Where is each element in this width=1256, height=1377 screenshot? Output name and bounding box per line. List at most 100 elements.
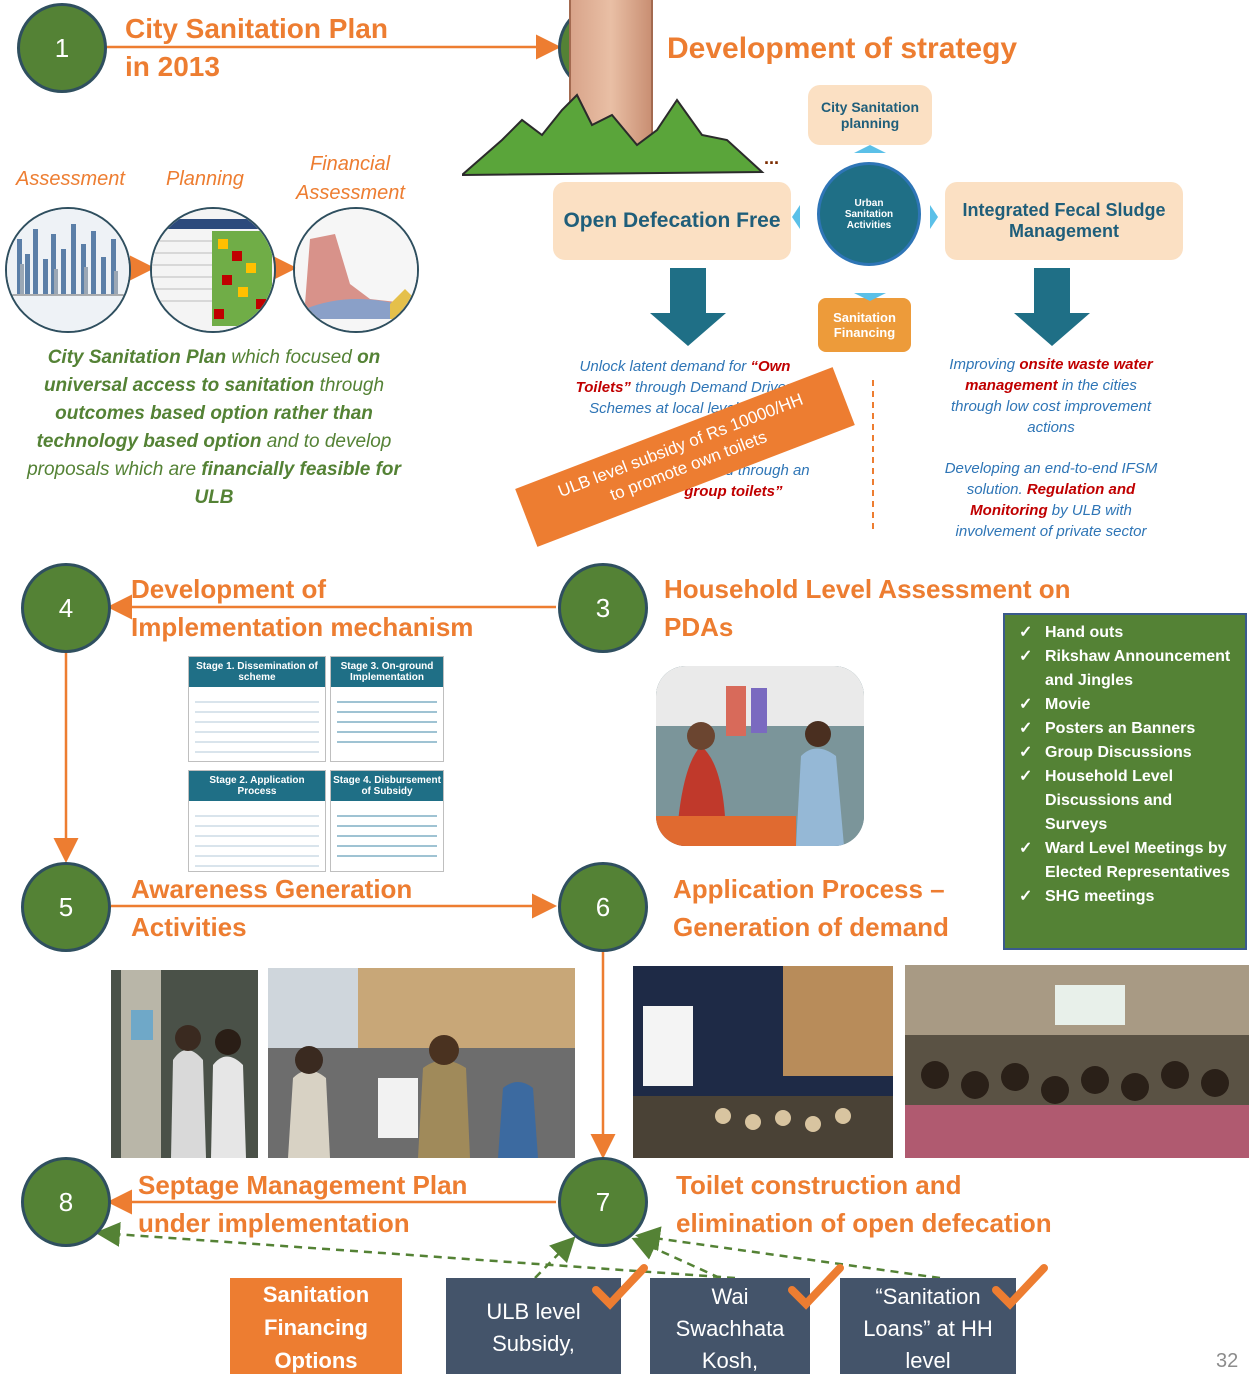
step-8-title: Septage Management Plan under implementa…: [138, 1166, 467, 1242]
csp-description: City Sanitation Plan which focused on un…: [14, 344, 414, 512]
impl-stage1-title: Stage 1. Dissemination of scheme: [189, 657, 325, 687]
impl-stage1-card: Stage 1. Dissemination of scheme: [188, 656, 326, 762]
household-survey-photo: [656, 666, 864, 846]
step-number: 1: [54, 32, 70, 63]
activity-label: Ward Level Meetings by Elected Represent…: [1045, 840, 1230, 881]
step-3-title-line1: Household Level Assessment on: [664, 574, 1071, 604]
step-6-title-line2: Generation of demand: [673, 912, 949, 942]
check-icon: ✓: [1019, 744, 1033, 761]
odf-description: Unlock latent demand for “Own Toilets” t…: [560, 356, 810, 419]
ifsm-box: Integrated Fecal Sludge Management: [945, 182, 1183, 260]
check-icon: ✓: [1019, 840, 1033, 857]
step-circle-4: 4: [21, 563, 111, 653]
csp-text-bold-3: outcomes based option rather than techno…: [36, 403, 373, 452]
csp-text-bold-2: on universal access to sanitation: [43, 347, 381, 396]
ifsm-text-bold-2: Regulation and Monitoring: [970, 481, 1136, 519]
financial-chart-image: [293, 207, 419, 333]
step-1-title-line2: in 2013: [125, 51, 220, 82]
step-1-title: City Sanitation Plan in 2013: [125, 10, 388, 86]
financing-option-ulb-subsidy: ULB level Subsidy,: [446, 1278, 621, 1374]
list-item: ✓ Household Level Discussions and Surveys: [1019, 765, 1237, 837]
list-item: ✓Posters an Banners: [1019, 717, 1237, 741]
csp-text-bold-4: financially feasible for ULB: [194, 459, 401, 508]
csp-text-bold-1: City Sanitation Plan: [47, 347, 227, 368]
activity-label: SHG meetings: [1045, 888, 1155, 905]
step-number: 6: [595, 891, 611, 922]
check-icon: ✓: [1019, 624, 1033, 641]
ifsm-down-arrow: [1014, 268, 1090, 346]
odf-text-own-toilets: “Own Toilets”: [575, 358, 791, 396]
urban-sanitation-activities-hub: Urban Sanitation Activities: [817, 162, 921, 266]
list-item: ✓ Rikshaw Announcement and Jingles: [1019, 645, 1237, 693]
csp-text-2: through: [314, 375, 385, 396]
dashed-arrow-subsidy: [534, 1236, 576, 1279]
step-3-title-line2: PDAs: [664, 612, 734, 642]
step-number: 4: [58, 592, 74, 623]
hub-direction-arrows: [792, 145, 938, 301]
step-circle-5: 5: [21, 862, 111, 952]
awareness-photo-street-crowd: [268, 968, 575, 1158]
ellipsis: ...: [764, 148, 780, 168]
list-item: ✓ Group Discussions: [1019, 741, 1237, 765]
step-6-title: Application Process – Generation of dema…: [673, 870, 949, 946]
activity-label: Rikshaw Announcement and Jingles: [1045, 648, 1231, 689]
list-item: ✓ Movie: [1019, 693, 1237, 717]
step-5-title: Awareness Generation Activities: [131, 870, 412, 946]
check-icon: ✓: [1019, 696, 1033, 713]
ifsm-text-bold-1: onsite waste water management: [965, 356, 1153, 394]
step-circle-7: 7: [558, 1157, 648, 1247]
step-number: 3: [595, 592, 611, 623]
step-circle-1: 1: [17, 3, 107, 93]
activity-label: Household Level Discussions and Surveys: [1045, 768, 1174, 833]
activity-label: Posters an Banners: [1045, 720, 1196, 737]
step-number: 7: [595, 1186, 611, 1217]
awareness-photo-group-meeting: [905, 965, 1249, 1158]
step-8-title-line1: Septage Management Plan: [138, 1170, 468, 1200]
dashed-arrow-loans: [635, 1226, 941, 1280]
step-4-title: Development of Implementation mechanism: [131, 570, 473, 646]
activity-label: Hand outs: [1045, 624, 1124, 641]
impl-stage3-title: Stage 3. On-ground Implementation: [331, 657, 443, 687]
page-number: 32: [1216, 1350, 1239, 1372]
list-item: ✓ Ward Level Meetings by Elected Represen…: [1019, 837, 1237, 885]
step-number: 5: [58, 891, 74, 922]
label-planning: Planning: [166, 168, 244, 190]
ifsm-text-1: Improving: [949, 356, 1020, 373]
impl-stage4-title: Stage 4. Disbursement of Subsidy: [331, 771, 443, 801]
assessment-chart-image: [5, 207, 131, 333]
ifsm-text-3: Developing an end-to-end IFSM solution.: [944, 460, 1158, 498]
step-circle-3: 3: [558, 563, 648, 653]
check-icon: ✓: [1019, 648, 1033, 665]
activity-label: Movie: [1045, 696, 1091, 713]
check-icon: [992, 1264, 1048, 1310]
step-circle-6: 6: [558, 862, 648, 952]
ifsm-text-2: in the cities through low cost improveme…: [950, 377, 1152, 436]
csp-text-1: which focused: [226, 347, 358, 368]
step-number: 8: [58, 1186, 74, 1217]
ifsm-description-2: Developing an end-to-end IFSM solution. …: [930, 458, 1172, 542]
step-4-title-line1: Development of: [131, 574, 327, 604]
impl-stage3-card: Stage 3. On-ground Implementation: [330, 656, 444, 762]
step-7-title: Toilet construction and elimination of o…: [676, 1166, 1052, 1242]
list-item: ✓ Hand outs: [1019, 621, 1237, 645]
awareness-photo-movie-screening: [633, 966, 893, 1158]
check-icon: ✓: [1019, 768, 1033, 785]
list-item: ✓ SHG meetings: [1019, 885, 1237, 909]
sanitation-financing-box: Sanitation Financing: [818, 298, 911, 352]
label-assessment: Assessment: [16, 168, 125, 190]
csp-text-3: and to develop proposals which are: [27, 431, 392, 480]
step-5-title-line2: Activities: [131, 912, 247, 942]
step-5-title-line1: Awareness Generation: [131, 874, 413, 904]
check-icon: ✓: [1019, 888, 1033, 905]
check-icon: [592, 1264, 648, 1310]
step-3-title: Household Level Assessment on PDAs: [664, 570, 1070, 646]
city-sanitation-planning-box: City Sanitation planning: [808, 85, 932, 145]
ifsm-text-4: by ULB with involvement of private secto…: [955, 502, 1147, 540]
step-1-title-line1: City Sanitation Plan: [125, 13, 388, 44]
activity-label: Group Discussions: [1045, 744, 1192, 761]
planning-matrix-image: [150, 207, 276, 333]
financing-option-swachhata-kosh: Wai Swachhata Kosh,: [650, 1278, 810, 1374]
financing-option-sanitation-loans: “Sanitation Loans” at HH level: [840, 1278, 1016, 1374]
odf-text-1: Unlock latent demand for: [579, 358, 751, 375]
